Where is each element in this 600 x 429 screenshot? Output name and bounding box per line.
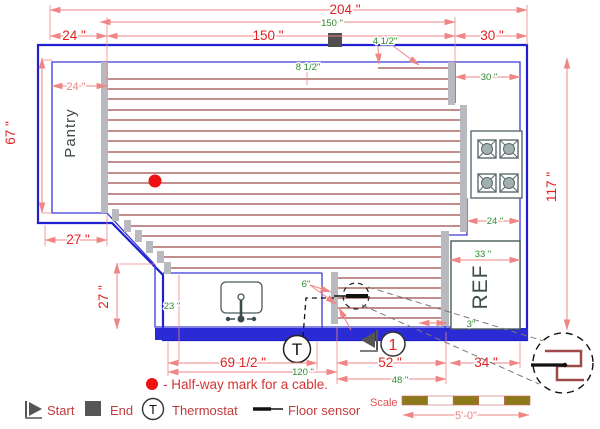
dim-sensor-gap: 6" bbox=[302, 279, 311, 290]
scale-bar-segments bbox=[401, 395, 531, 406]
thermostat-and-sensor: T bbox=[282, 282, 370, 364]
legend-halfway-text: - Half-way mark for a cable. bbox=[163, 377, 328, 392]
dim-edge-gap: 4 1/2" bbox=[373, 36, 398, 47]
callout-1-number: 1 bbox=[389, 337, 398, 354]
sink-icon bbox=[220, 281, 263, 323]
dim-first-row-gap: 8 1/2" bbox=[296, 62, 321, 73]
legend-thermostat-icon: T bbox=[141, 397, 165, 421]
stove-burners bbox=[477, 139, 519, 193]
detail-sensor-tip bbox=[562, 362, 568, 368]
svg-text:T: T bbox=[149, 402, 157, 417]
cable-start-marker bbox=[360, 330, 378, 352]
dim-end-gap: 3" bbox=[467, 319, 476, 330]
inner-wall bbox=[51, 61, 521, 328]
dim-pantry-depth: 67 " bbox=[3, 121, 18, 145]
dim-counter-depth: 23 " bbox=[164, 301, 181, 312]
dim-right-offset: 30 " bbox=[480, 28, 504, 43]
dim-left-offset: 24 " bbox=[62, 28, 86, 43]
dim-counter-w: 69 1/2 " bbox=[220, 355, 266, 370]
dim-bottom-w: 120 " bbox=[292, 367, 314, 378]
dimension-labels: 204 " 150 " 24 " 150 " 30 " 4 1/2" 8 1/2… bbox=[2, 1, 561, 388]
pantry-label: Pantry bbox=[62, 108, 79, 157]
dim-red-width: 150 " bbox=[252, 28, 283, 43]
outer-wall bbox=[36, 43, 529, 342]
dim-right-depth: 30 " bbox=[481, 72, 498, 83]
dim-pantry-offset: 24 " bbox=[66, 81, 85, 93]
dim-step-w: 27 " bbox=[66, 232, 90, 247]
stove-icon bbox=[470, 130, 523, 199]
refrigerator-icon: REF bbox=[450, 240, 521, 330]
legend-end-label: End bbox=[110, 403, 133, 418]
halfway-mark-dot bbox=[148, 174, 162, 188]
ref-label: REF bbox=[469, 265, 492, 310]
detail-cable-path bbox=[545, 349, 584, 382]
sensor-detail-ring bbox=[342, 282, 370, 310]
scale-label: Scale bbox=[370, 397, 398, 409]
heating-cable-lines bbox=[108, 67, 463, 319]
dim-step-h: 27 " bbox=[96, 285, 111, 309]
fixtures: REF bbox=[220, 130, 523, 330]
cable-end-marker bbox=[328, 33, 342, 47]
legend-halfway-dot bbox=[146, 378, 158, 390]
dimension-lines bbox=[38, 5, 571, 384]
sensor-wire bbox=[302, 297, 334, 338]
legend-start-icon bbox=[25, 401, 42, 419]
dim-ref-inner: 33 " bbox=[475, 249, 492, 260]
dim-island-inner: 48 " bbox=[392, 375, 409, 386]
bottom-wall-band bbox=[155, 328, 528, 340]
legend-floor-sensor-label: Floor sensor bbox=[288, 403, 361, 418]
callout-1: 1 bbox=[380, 331, 406, 357]
scale-bar: Scale 5'-0" bbox=[370, 395, 531, 424]
dim-total-height: 117 " bbox=[544, 172, 559, 202]
legend-thermostat-label: Thermostat bbox=[172, 403, 238, 418]
detail-circle bbox=[532, 332, 594, 394]
thermostat-letter: T bbox=[292, 340, 302, 359]
legend-end-icon bbox=[85, 401, 101, 416]
dim-overall-width: 204 " bbox=[329, 2, 360, 17]
dim-ref-w: 34 " bbox=[474, 355, 498, 370]
dim-green-width: 150 " bbox=[321, 18, 343, 29]
legend-start-label: Start bbox=[47, 403, 75, 418]
legend: - Half-way mark for a cable. Start End T… bbox=[25, 377, 361, 421]
dim-island-w: 52 " bbox=[378, 355, 402, 370]
detail-callout bbox=[361, 286, 594, 394]
scale-length-label: 5'-0" bbox=[455, 410, 477, 422]
dim-stove-clear: 24 " bbox=[487, 216, 504, 227]
walls bbox=[36, 43, 529, 342]
